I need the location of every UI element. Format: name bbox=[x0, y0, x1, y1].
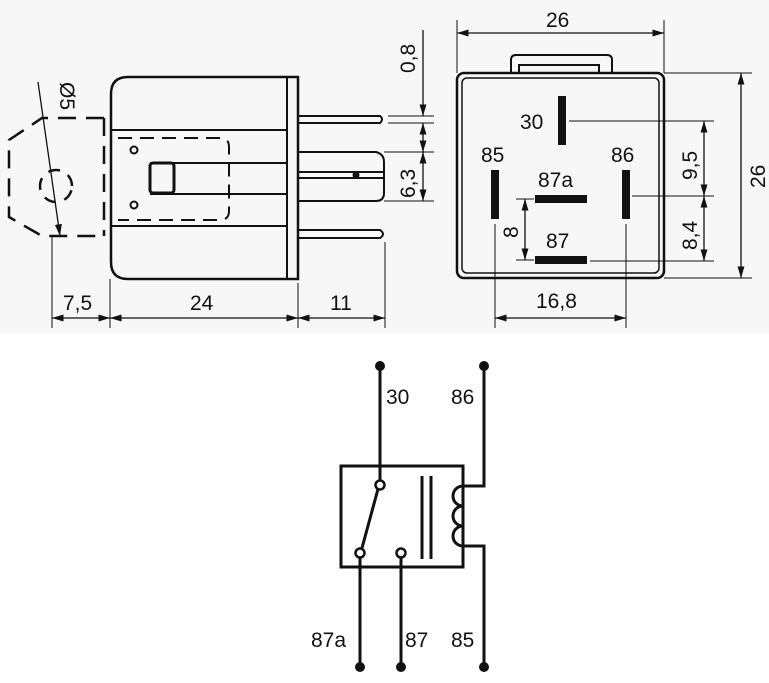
dim-end-height: 26 bbox=[747, 165, 769, 188]
pin-top bbox=[298, 115, 383, 124]
label-pin-85: 85 bbox=[481, 144, 504, 167]
pin-detent bbox=[352, 171, 360, 179]
label-terminal-87a: 87a bbox=[311, 629, 346, 652]
dim-pin85-86: 16,8 bbox=[536, 290, 577, 313]
wire-85 bbox=[463, 544, 486, 667]
label-terminal-87: 87 bbox=[405, 629, 428, 652]
terminal-30-dot bbox=[375, 361, 385, 371]
label-pin-30: 30 bbox=[520, 111, 543, 134]
pin-middle-wide bbox=[298, 151, 385, 202]
end-outline-inner bbox=[461, 77, 660, 274]
top-tab-inner bbox=[518, 64, 600, 73]
top-tab bbox=[510, 54, 613, 73]
mounting-bracket bbox=[7, 116, 104, 238]
mount-hole-dashed bbox=[38, 168, 74, 204]
label-pin-87: 87 bbox=[546, 230, 569, 253]
rivet-bottom-icon bbox=[129, 200, 139, 210]
pin-30 bbox=[558, 96, 566, 145]
pin-87 bbox=[535, 256, 587, 264]
dim-pin30-87a: 9,5 bbox=[679, 151, 702, 180]
dim-bracket-len: 7,5 bbox=[63, 292, 92, 315]
side-pins bbox=[298, 115, 385, 239]
label-terminal-86: 86 bbox=[451, 386, 474, 409]
dim-pin-width: 6,3 bbox=[397, 169, 420, 198]
pin-85 bbox=[491, 170, 499, 219]
pin-87a bbox=[535, 195, 587, 203]
dim-body-len: 24 bbox=[190, 292, 214, 315]
terminal-87-dot bbox=[396, 662, 406, 672]
terminal-87a-dot bbox=[355, 662, 365, 672]
dim-87a-87-spacing: 8 bbox=[500, 226, 523, 238]
dim-pin87a-87: 8,4 bbox=[679, 220, 702, 250]
contact-87-icon bbox=[395, 547, 407, 559]
pin-bottom bbox=[298, 229, 384, 239]
dim-end-width: 26 bbox=[546, 9, 569, 32]
coil-icon bbox=[451, 484, 464, 548]
dim-diameter: Ø5 bbox=[55, 82, 78, 110]
side-view: Ø5 0,8 6,3 7,5 24 11 bbox=[7, 30, 434, 328]
diameter-leader bbox=[37, 81, 62, 237]
rivet-top-icon bbox=[129, 145, 139, 155]
switch-pivot-icon bbox=[374, 479, 386, 491]
terminal-86-dot bbox=[479, 361, 489, 371]
dim-pin-len: 11 bbox=[330, 292, 352, 315]
pin-86 bbox=[622, 170, 630, 219]
contact-87a-icon bbox=[354, 547, 366, 559]
relay-schematic: 30 86 87a 87 85 bbox=[311, 361, 489, 672]
label-terminal-30: 30 bbox=[386, 386, 409, 409]
end-outline-outer bbox=[455, 71, 666, 280]
label-pin-86: 86 bbox=[611, 144, 634, 167]
inner-square bbox=[148, 161, 176, 195]
switch-blade bbox=[360, 488, 380, 549]
label-terminal-85: 85 bbox=[451, 629, 474, 652]
relay-body-outline bbox=[109, 75, 300, 281]
end-view: 30 85 86 87a 87 26 26 9,5 8,4 bbox=[455, 9, 769, 328]
wire-86 bbox=[463, 366, 486, 488]
terminal-85-dot bbox=[479, 662, 489, 672]
label-pin-87a: 87a bbox=[538, 169, 573, 192]
dim-pin-thickness: 0,8 bbox=[397, 44, 420, 73]
